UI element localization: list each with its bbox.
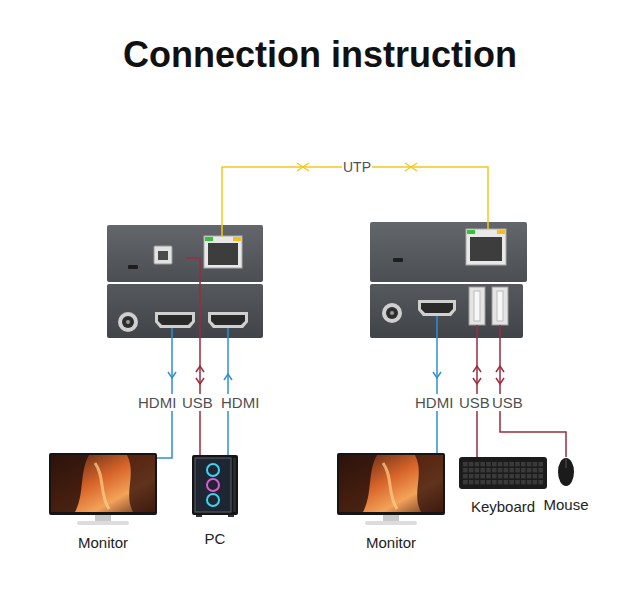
- signal-label: HDMI: [414, 394, 454, 411]
- monitor-picture: [337, 453, 445, 525]
- node-label: Mouse: [541, 496, 591, 514]
- signal-label: HDMI: [220, 394, 260, 411]
- signal-label: USB: [458, 394, 491, 411]
- node-label: Monitor: [49, 534, 157, 552]
- keyboard-picture: [459, 457, 547, 489]
- keyboard-node: Keyboard: [459, 457, 547, 516]
- signal-label: USB: [181, 394, 214, 411]
- cable-label: UTP: [342, 159, 372, 175]
- node-label: Monitor: [337, 534, 445, 552]
- usb-wire: [186, 258, 204, 455]
- signal-label: HDMI: [137, 394, 177, 411]
- diagram-title: Connection instruction: [0, 34, 640, 76]
- node-label: Keyboard: [459, 498, 547, 516]
- node-label: PC: [192, 530, 238, 548]
- signal-label: USB: [491, 394, 524, 411]
- usb-wire: [473, 325, 566, 457]
- monitor-node: Monitor: [49, 453, 157, 552]
- pc-node: PC: [192, 455, 238, 548]
- pc-picture: [192, 455, 238, 517]
- monitor-picture: [49, 453, 157, 525]
- monitor-node: Monitor: [337, 453, 445, 552]
- mouse-picture: [557, 457, 575, 487]
- mouse-node: Mouse: [541, 457, 591, 514]
- transmitter-unit: [107, 225, 263, 338]
- hdmi-wire: [433, 316, 441, 455]
- receiver-unit: [370, 222, 527, 338]
